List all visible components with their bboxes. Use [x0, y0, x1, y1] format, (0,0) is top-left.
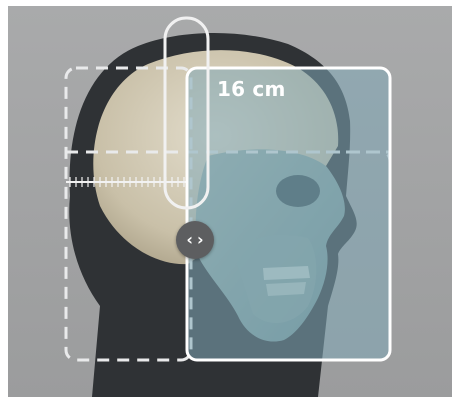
anatomy-viewport: 16 cm ‹ › [8, 6, 452, 397]
swap-horizontal-icon[interactable]: ‹ › [176, 221, 214, 259]
chevron-right-icon: › [197, 232, 204, 248]
measurement-overlay[interactable] [187, 68, 390, 360]
chevron-left-icon: ‹ [186, 232, 193, 248]
measurement-label: 16 cm [217, 77, 286, 101]
anatomy-scene [8, 6, 452, 397]
